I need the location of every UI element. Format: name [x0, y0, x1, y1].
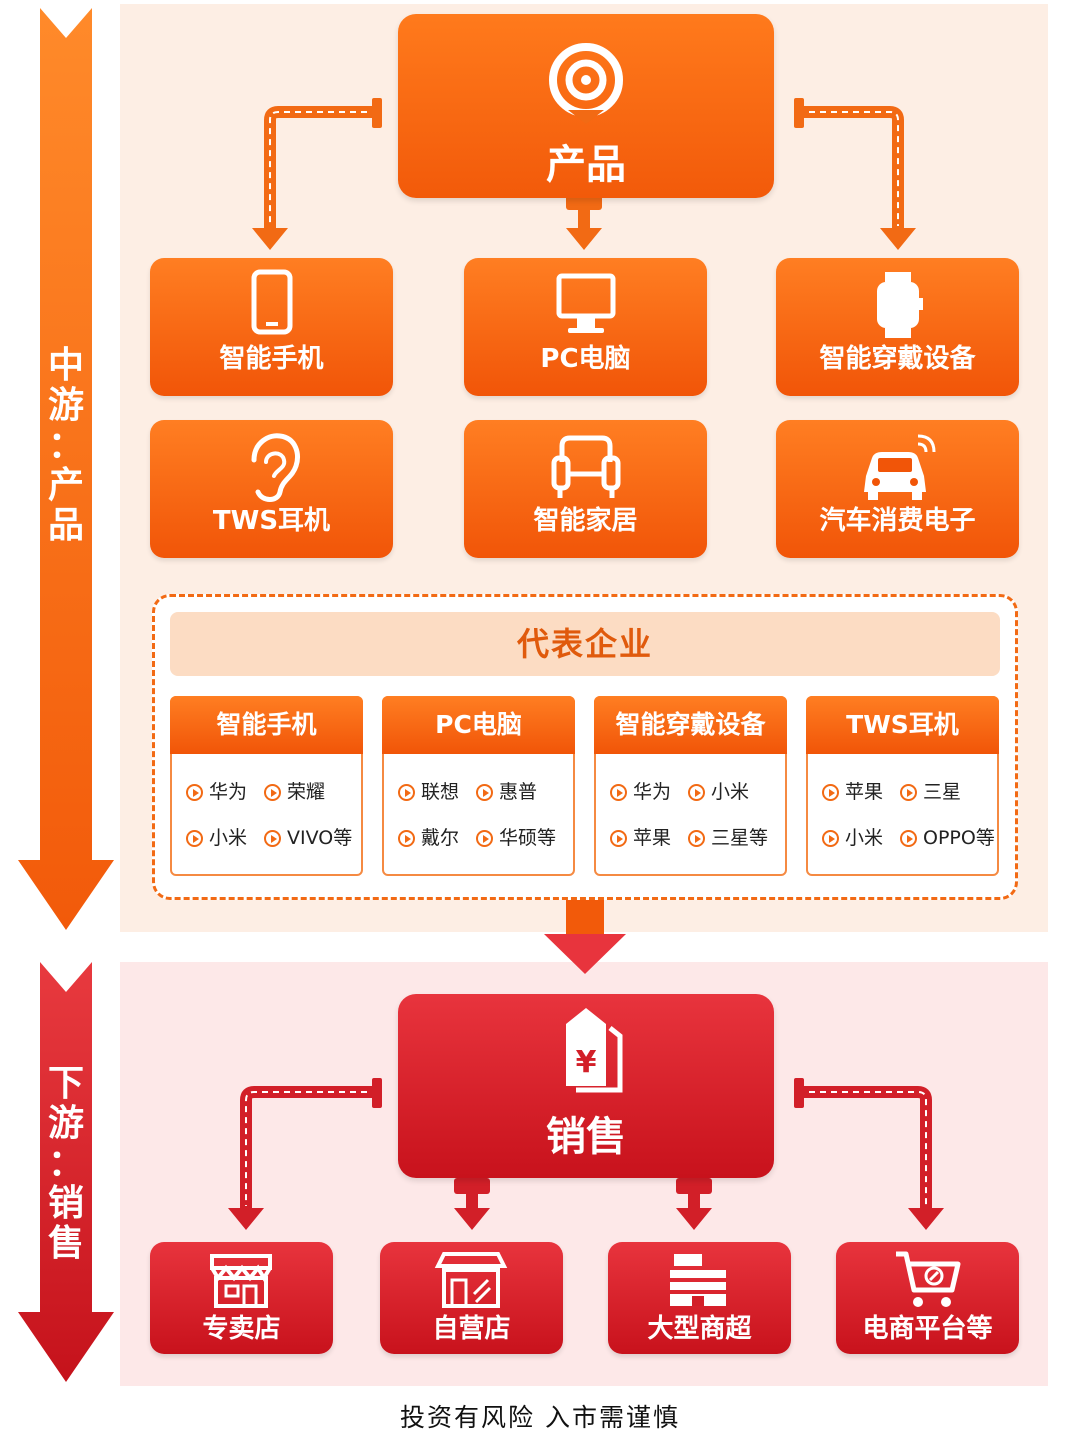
product-card-tws: TWS耳机 [150, 420, 393, 558]
rep-col-wearable: 智能穿戴设备 华为 小米 苹果 三星等 [594, 696, 787, 876]
play-icon [186, 830, 203, 847]
product-connectors [252, 98, 916, 250]
channel-card-specialty: 专卖店 [150, 1242, 333, 1354]
play-icon [822, 784, 839, 801]
play-icon [610, 830, 627, 847]
sofa-icon [551, 435, 621, 498]
product-card-pc: PC电脑 [464, 258, 707, 396]
list-item: 苹果 [610, 826, 671, 850]
cart-icon [896, 1251, 961, 1307]
product-card-auto: 汽车消费电子 [776, 420, 1019, 558]
list-item: OPPO等 [900, 826, 995, 850]
list-item: 三星 [900, 780, 961, 804]
play-icon [900, 830, 917, 847]
channel-card-ecommerce: 电商平台等 [836, 1242, 1019, 1354]
rep-enterprises-title: 代表企业 [170, 612, 1000, 676]
list-item: 小米 [822, 826, 883, 850]
car-icon [864, 434, 936, 500]
mall-icon [670, 1254, 726, 1306]
list-item: 华为 [610, 780, 671, 804]
rep-col-pc: PC电脑 联想 惠普 戴尔 华硕等 [382, 696, 575, 876]
play-icon [476, 830, 493, 847]
sales-hub-title: 销售 [546, 1114, 626, 1160]
list-item: 苹果 [822, 780, 883, 804]
downstream-arrow [18, 962, 114, 1382]
play-icon [398, 830, 415, 847]
play-icon [822, 830, 839, 847]
channel-card-self-operated: 自营店 [380, 1242, 563, 1354]
product-card-wearable: 智能穿戴设备 [776, 258, 1019, 396]
play-icon [264, 830, 281, 847]
store-icon [434, 1252, 508, 1308]
midstream-label: 中 游 ： 产 品 [47, 345, 84, 546]
play-icon [610, 784, 627, 801]
play-icon [900, 784, 917, 801]
list-item: 戴尔 [398, 826, 459, 850]
product-card-smarthome: 智能家居 [464, 420, 707, 558]
play-icon [688, 830, 705, 847]
downstream-label: 下 游 ： 销 售 [47, 1063, 84, 1264]
rep-col-tws: TWS耳机 苹果 三星 小米 OPPO等 [806, 696, 999, 876]
channel-card-supermarket: 大型商超 [608, 1242, 791, 1354]
rep-col-smartphone: 智能手机 华为 荣耀 小米 VIVO等 [170, 696, 363, 876]
list-item: 荣耀 [264, 780, 325, 804]
list-item: 小米 [688, 780, 749, 804]
play-icon [264, 784, 281, 801]
svg-text:¥: ¥ [576, 1045, 597, 1080]
product-card-smartphone: 智能手机 [150, 258, 393, 396]
list-item: 联想 [398, 780, 459, 804]
list-item: 华硕等 [476, 826, 556, 850]
midstream-arrow [18, 8, 114, 930]
list-item: 三星等 [688, 826, 768, 850]
play-icon [688, 784, 705, 801]
earphone-icon [251, 433, 300, 502]
risk-disclaimer: 投资有风险 入市需谨慎 [400, 1403, 680, 1432]
price-tag-icon: ¥ [566, 1008, 623, 1093]
monitor-icon [556, 273, 616, 333]
flow-down-arrow [544, 900, 626, 974]
list-item: 华为 [186, 780, 247, 804]
phone-icon [251, 269, 293, 335]
smartwatch-icon [877, 272, 923, 338]
list-item: VIVO等 [264, 826, 352, 850]
signal-icon [549, 43, 623, 124]
list-item: 小米 [186, 826, 247, 850]
shop-icon [210, 1254, 272, 1308]
product-hub: 产品 [398, 14, 774, 198]
product-hub-title: 产品 [546, 142, 626, 188]
play-icon [186, 784, 203, 801]
play-icon [476, 784, 493, 801]
sales-connectors [228, 1078, 944, 1230]
sales-hub: ¥ 销售 [398, 994, 774, 1178]
list-item: 惠普 [476, 780, 537, 804]
play-icon [398, 784, 415, 801]
